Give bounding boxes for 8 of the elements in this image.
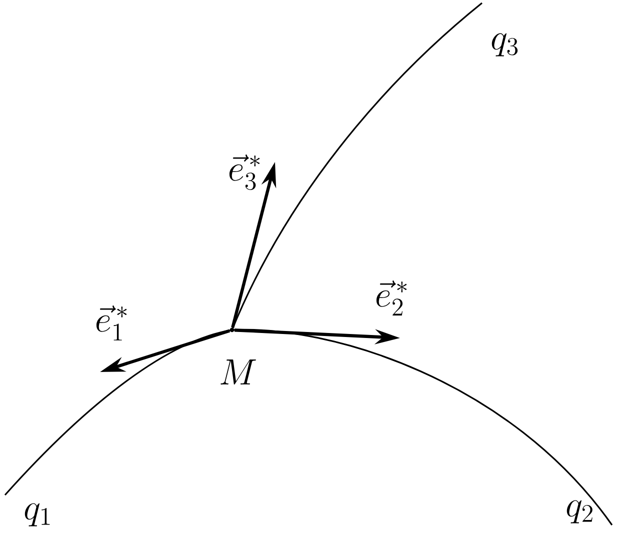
axis-label: $q_1$ xyxy=(24,503,50,526)
vector-label: $\vec{e}_1^{\,*}$ xyxy=(96,305,127,340)
axis-label: $q_2$ xyxy=(566,500,592,524)
vector-label: $\vec{e}_3^{\,*}$ xyxy=(229,154,260,190)
vector-label: $\vec{e}_2^{\,*}$ xyxy=(376,280,407,316)
intersection-point xyxy=(230,328,234,332)
axis-label: $q_3$ xyxy=(492,33,518,56)
point-label: $M$ xyxy=(220,360,256,384)
